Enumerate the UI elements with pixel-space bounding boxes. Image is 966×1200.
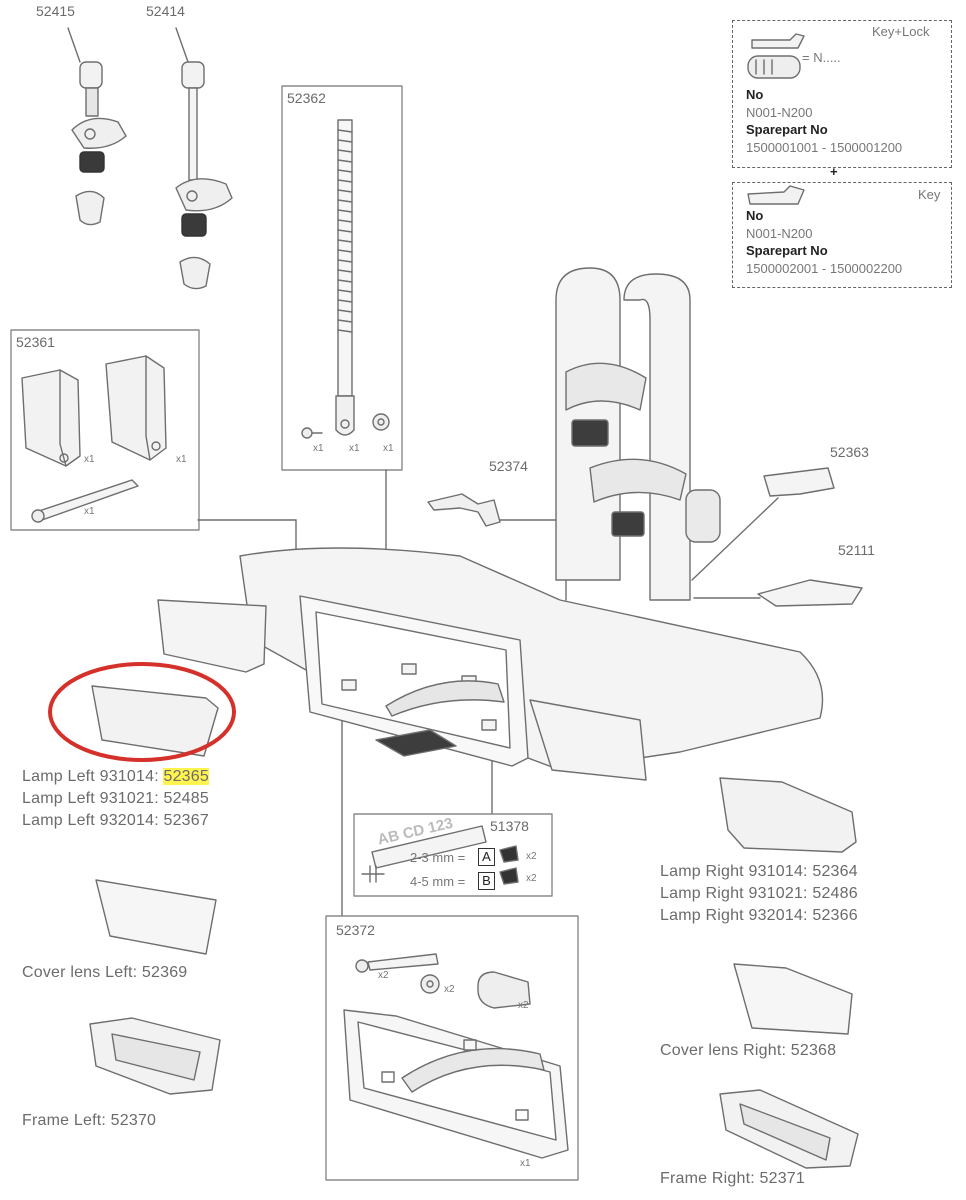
- key-icon: [747, 185, 805, 205]
- key-lock-no-value: N001-N200: [746, 105, 813, 120]
- key-sparepart-value: 1500002001 - 1500002200: [746, 261, 903, 276]
- bike-carrier-main-illustration: [157, 267, 824, 781]
- highlighted-part-number: 52365: [163, 768, 209, 785]
- part-number-51378: 51378: [490, 818, 529, 834]
- key-sparepart-label: Sparepart No: [746, 243, 828, 258]
- frame-left-label: Frame Left: 52370: [22, 1112, 157, 1129]
- lamp-right-label-3: Lamp Right 932014: 52366: [660, 907, 858, 924]
- key-no-label: No: [746, 208, 764, 223]
- spacer-a-letter: A: [478, 848, 495, 866]
- clip-52363-illustration: [763, 467, 835, 497]
- qty-label: x1: [520, 1158, 531, 1169]
- qty-label: x1: [84, 506, 95, 517]
- qty-label: x1: [313, 443, 324, 454]
- key-lock-icon: [747, 33, 805, 79]
- lamp-right-label-2: Lamp Right 931021: 52486: [660, 885, 858, 902]
- spacer-b-letter: B: [478, 872, 495, 890]
- bracket-52374-illustration: [427, 493, 501, 527]
- qty-label: x1: [383, 443, 394, 454]
- strap-illustration: [301, 119, 390, 439]
- key-lock-no-label: No: [746, 87, 764, 102]
- lamp-left-label-1: Lamp Left 931014: 52365: [22, 768, 209, 786]
- qty-label: x2: [518, 1000, 529, 1011]
- cover-lens-right-label: Cover lens Right: 52368: [660, 1042, 837, 1059]
- lamp-left-label-3: Lamp Left 932014: 52367: [22, 812, 209, 829]
- part-number-52361: 52361: [16, 334, 55, 350]
- part-number-52374: 52374: [489, 458, 528, 474]
- spacer-row-a: 2-3 mm =: [410, 850, 466, 865]
- frame-right-label: Frame Right: 52371: [660, 1170, 806, 1187]
- highlight-circle: [48, 662, 236, 762]
- lamp-right-label-1: Lamp Right 931014: 52364: [660, 863, 858, 880]
- qty-label: x2: [526, 851, 537, 862]
- cover-lens-right-illustration: [733, 963, 853, 1035]
- cover-52111-illustration: [757, 579, 863, 607]
- knob-clamp-52414-illustration: [175, 27, 233, 290]
- key-lock-sparepart-value: 1500001001 - 1500001200: [746, 140, 903, 155]
- qty-label: x2: [378, 970, 389, 981]
- plate-holder-52372-illustration: [343, 953, 569, 1159]
- key-no-value: N001-N200: [746, 226, 813, 241]
- part-number-52415: 52415: [36, 3, 75, 19]
- qty-label: x2: [526, 873, 537, 884]
- part-number-52111: 52111: [838, 542, 875, 558]
- key-lock-sparepart-label: Sparepart No: [746, 122, 828, 137]
- part-number-52362: 52362: [287, 90, 326, 106]
- qty-label: x1: [349, 443, 360, 454]
- qty-label: x2: [444, 984, 455, 995]
- part-number-52363: 52363: [830, 444, 869, 460]
- key-title: Key: [918, 187, 941, 202]
- tow-bar-clamp-52361-illustration: [21, 355, 167, 523]
- cover-lens-left-illustration: [95, 879, 217, 955]
- qty-label: x1: [176, 454, 187, 465]
- part-number-52414: 52414: [146, 3, 185, 19]
- spacer-row-b: 4-5 mm =: [410, 874, 466, 889]
- lamp-right-illustration: [719, 777, 857, 853]
- lamp-left-prefix: Lamp Left 931014:: [22, 768, 164, 785]
- qty-label: x1: [84, 454, 95, 465]
- plus-sign: +: [830, 164, 838, 179]
- knob-clamp-52415-illustration: [67, 27, 127, 226]
- key-lock-number-placeholder: = N.....: [802, 50, 841, 65]
- key-box: [732, 182, 952, 288]
- lamp-left-label-2: Lamp Left 931021: 52485: [22, 790, 209, 807]
- key-lock-title: Key+Lock: [872, 24, 930, 39]
- key-lock-box: [732, 20, 952, 168]
- part-number-52372: 52372: [336, 922, 375, 938]
- lamp-left-illustration: [91, 685, 219, 757]
- cover-lens-left-label: Cover lens Left: 52369: [22, 964, 188, 981]
